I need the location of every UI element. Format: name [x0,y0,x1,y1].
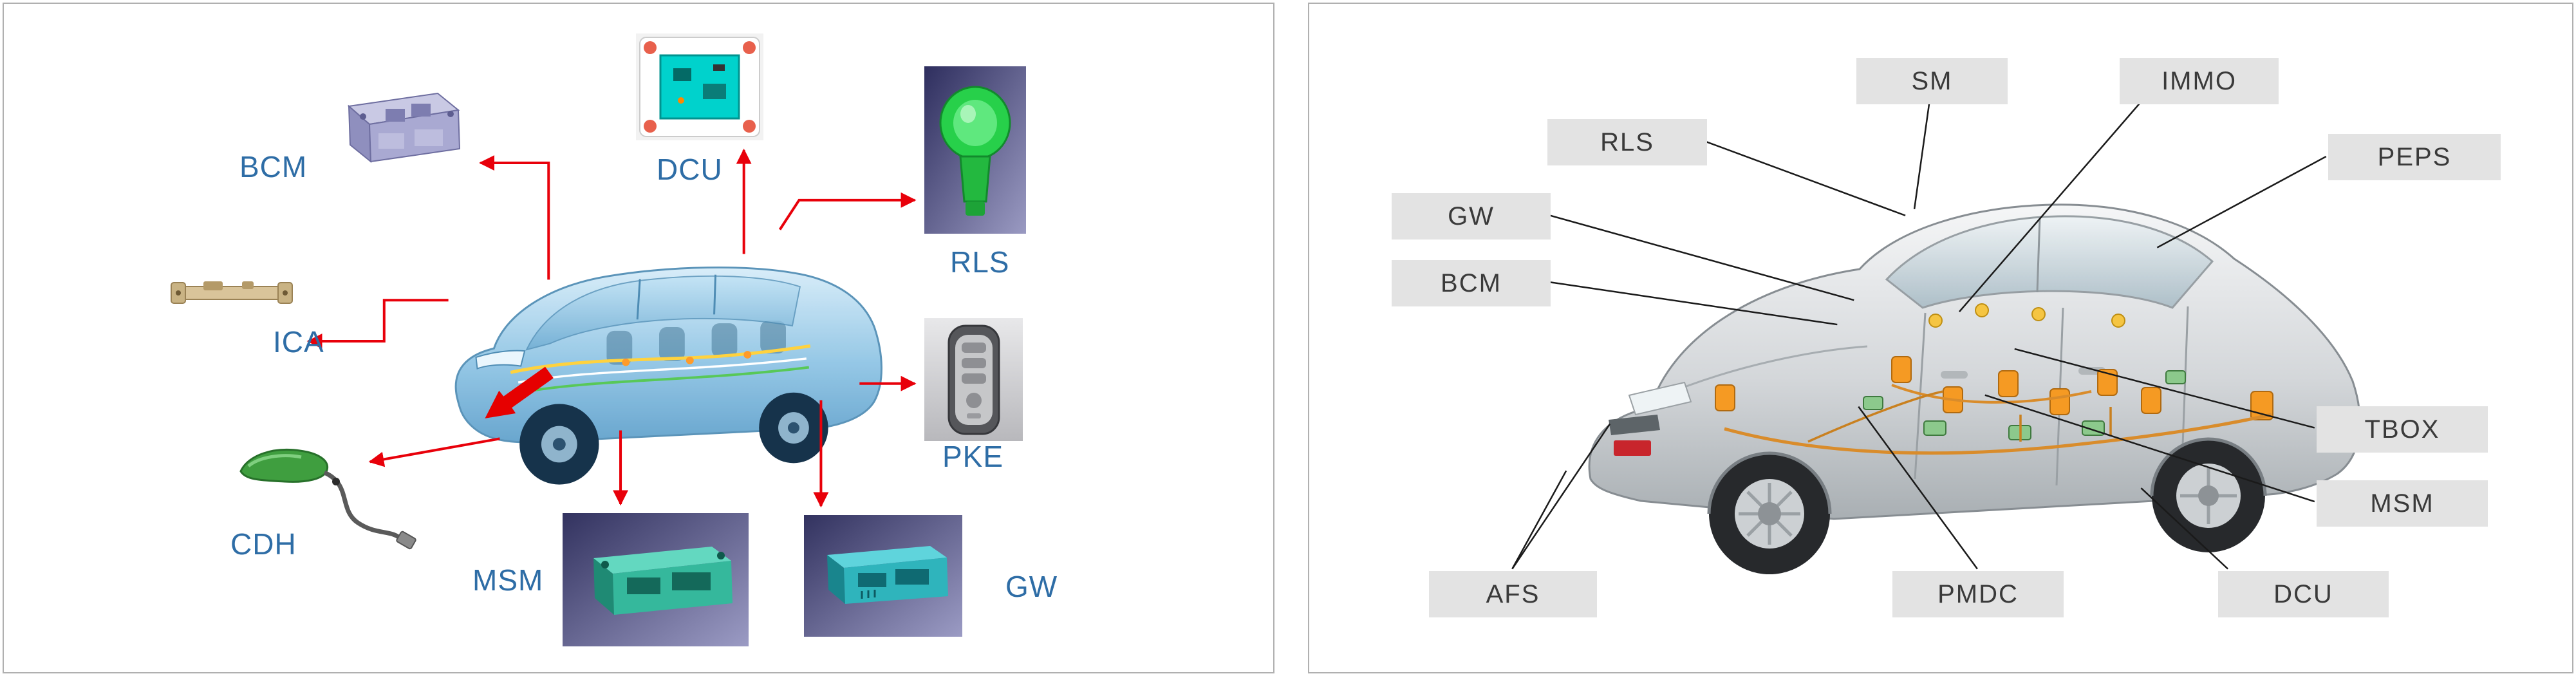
dcu-module-image [636,33,763,140]
right-car-illustration [1531,94,2381,648]
ica-antenna-image [165,257,299,326]
gw-label: GW [1005,570,1058,603]
ica-label: ICA [273,325,324,359]
label-box-gw: GW [1392,193,1551,239]
label-box-afs: AFS [1429,571,1597,617]
pke-fob-image [924,318,1023,441]
label-box-peps: PEPS [2328,134,2501,180]
gw-module-image [804,515,962,637]
label-box-sm: SM [1856,58,2008,104]
right-diagram-panel: SM IMMO RLS PEPS GW BCM TBOX MSM AFS PMD… [1308,3,2573,673]
label-box-dcu: DCU [2218,571,2389,617]
label-box-rls: RLS [1547,119,1707,165]
bcm-label: BCM [239,150,308,183]
msm-label: MSM [472,563,544,597]
label-box-immo: IMMO [2120,58,2279,104]
msm-module-image [563,513,749,646]
left-car-illustration [415,207,908,503]
bcm-module-image [324,79,472,185]
left-diagram-panel: BCM DCU RLS ICA PKE CDH MSM GW [3,3,1274,673]
label-box-tbox: TBOX [2317,406,2488,453]
label-box-msm: MSM [2317,480,2488,527]
pke-label: PKE [942,440,1004,473]
rls-sensor-image [924,66,1026,234]
cdh-label: CDH [230,527,297,561]
dcu-label: DCU [657,153,723,186]
label-box-pmdc: PMDC [1892,571,2064,617]
rls-label: RLS [950,245,1010,279]
label-box-bcm: BCM [1392,260,1551,306]
